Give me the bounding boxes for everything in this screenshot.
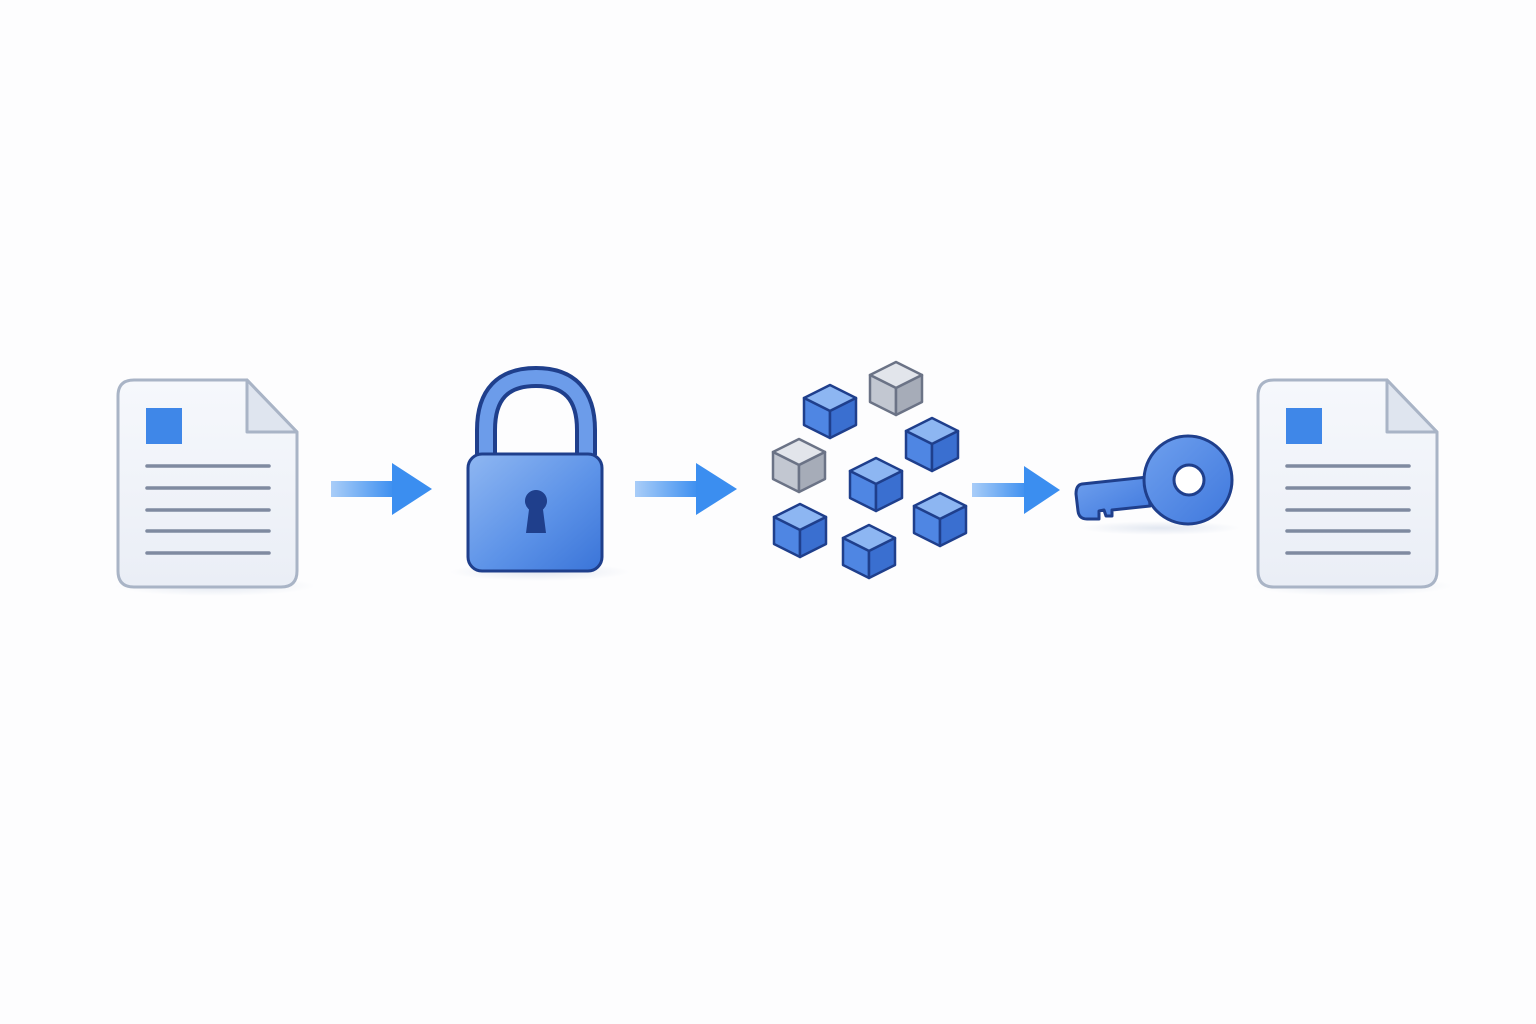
arrow-right-icon xyxy=(331,463,432,515)
blue-block-icon xyxy=(772,502,828,559)
gray-block-icon xyxy=(771,437,827,494)
document-text-lines xyxy=(145,464,271,555)
document-text-lines xyxy=(1285,464,1411,555)
key-icon xyxy=(1074,434,1240,535)
arrow-right-icon xyxy=(635,463,737,515)
blue-block-icon xyxy=(802,383,858,440)
document-icon xyxy=(1252,378,1452,596)
blue-block-icon xyxy=(904,416,960,473)
keyhole-icon xyxy=(524,490,548,533)
padlock-icon xyxy=(450,365,630,581)
blue-block-icon xyxy=(912,491,968,548)
blue-block-icon xyxy=(848,456,904,513)
scrambled-blocks-icon xyxy=(771,360,968,580)
gray-block-icon xyxy=(868,360,924,417)
document-image-placeholder xyxy=(1286,408,1322,444)
blue-block-icon xyxy=(841,523,897,580)
document-image-placeholder xyxy=(146,408,182,444)
document-icon xyxy=(115,378,315,596)
arrow-right-icon xyxy=(972,466,1060,514)
